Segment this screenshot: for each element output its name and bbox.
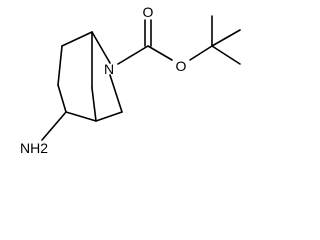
bond-bridge-c6	[91, 87, 97, 122]
amine-label: NH2	[20, 140, 48, 156]
bond-tbu-methyl-bottom	[211, 45, 241, 65]
bond-c3-c1	[57, 45, 63, 86]
bond-tbu-methyl-right	[211, 29, 241, 47]
bond-c1-c7	[61, 31, 93, 47]
bonds	[41, 15, 241, 141]
bond-carbonyl-c-ester-o	[147, 45, 173, 61]
bond-ester-o-quaternary-c	[189, 45, 213, 61]
bond-c5-c6	[95, 111, 123, 122]
bond-c2-amine	[41, 111, 67, 141]
bond-c7-n	[91, 31, 111, 64]
nitrogen-label: N	[104, 61, 114, 77]
bond-n-carbonyl-c	[117, 45, 149, 65]
carbonyl-oxygen-label: O	[143, 4, 154, 20]
ester-oxygen-label: O	[176, 58, 187, 74]
chemical-structure: N O O NH2	[20, 4, 241, 156]
atom-labels: N O O NH2	[20, 4, 187, 156]
bond-c2-c3	[57, 84, 67, 113]
bond-n-c5	[109, 74, 123, 113]
bond-c6-c2	[65, 111, 97, 122]
